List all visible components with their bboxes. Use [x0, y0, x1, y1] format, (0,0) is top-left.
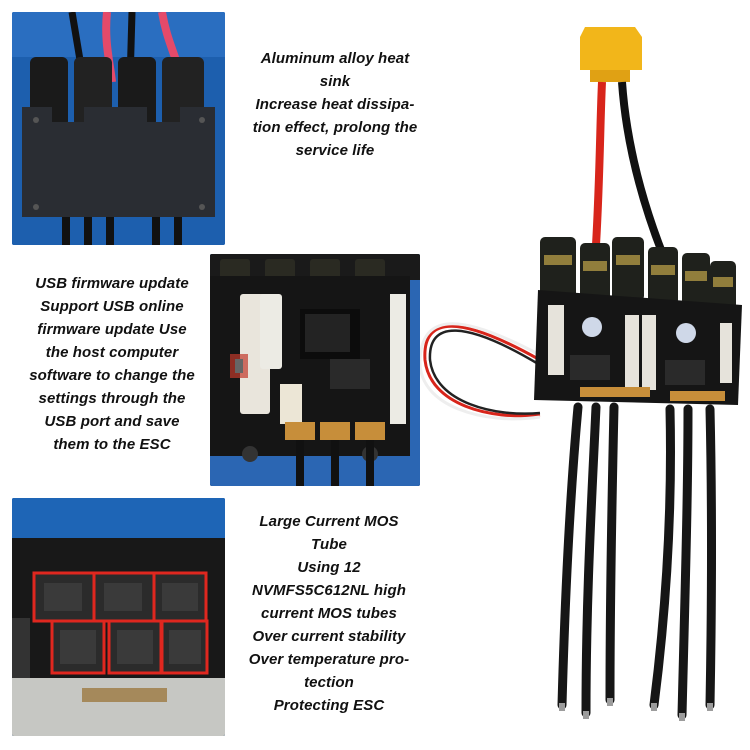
feature-line: Protecting ESC: [273, 697, 385, 714]
feature-line: the host computer: [45, 344, 179, 361]
mos-tube-illustration: [12, 498, 225, 736]
mos-tube-photo: [12, 498, 225, 736]
esc-illustration: [418, 27, 742, 721]
feature-line: Over temperature pro-: [248, 651, 410, 668]
feature-line: Using 12: [297, 559, 361, 576]
usb-board-photo: [210, 254, 420, 486]
feature-line: firmware update Use: [37, 321, 187, 338]
heat-sink-photo: [12, 12, 225, 245]
feature-line: service life: [295, 142, 375, 159]
usb-board-illustration: [210, 254, 420, 486]
esc-product-image: [418, 15, 750, 735]
feature-line: settings through the: [38, 390, 186, 407]
feature-line: tection: [304, 674, 354, 691]
feature-line: NVMFS5C612NL high: [252, 582, 406, 599]
feature-line: Increase heat dissipa-: [255, 96, 415, 113]
feature-line: Aluminum alloy heat: [260, 50, 410, 67]
feature-line: current MOS tubes: [261, 605, 397, 622]
feature-line: sink: [319, 73, 351, 90]
feature-line: USB port and save: [44, 413, 180, 430]
heat-sink-description: Aluminum alloy heat sink Increase heat d…: [235, 47, 435, 162]
feature-line: Over current stability: [252, 628, 406, 645]
heat-sink-illustration: [12, 12, 225, 245]
feature-line: tion effect, prolong the: [252, 119, 418, 136]
feature-line: Support USB online: [40, 298, 184, 315]
feature-line: them to the ESC: [53, 436, 171, 453]
usb-firmware-description: USB firmware update Support USB online f…: [12, 272, 212, 456]
feature-line: Tube: [311, 536, 347, 553]
feature-line: Large Current MOS: [259, 513, 399, 530]
mos-tube-description: Large Current MOS Tube Using 12 NVMFS5C6…: [229, 510, 429, 717]
feature-line: USB firmware update: [35, 275, 189, 292]
feature-line: software to change the: [29, 367, 195, 384]
